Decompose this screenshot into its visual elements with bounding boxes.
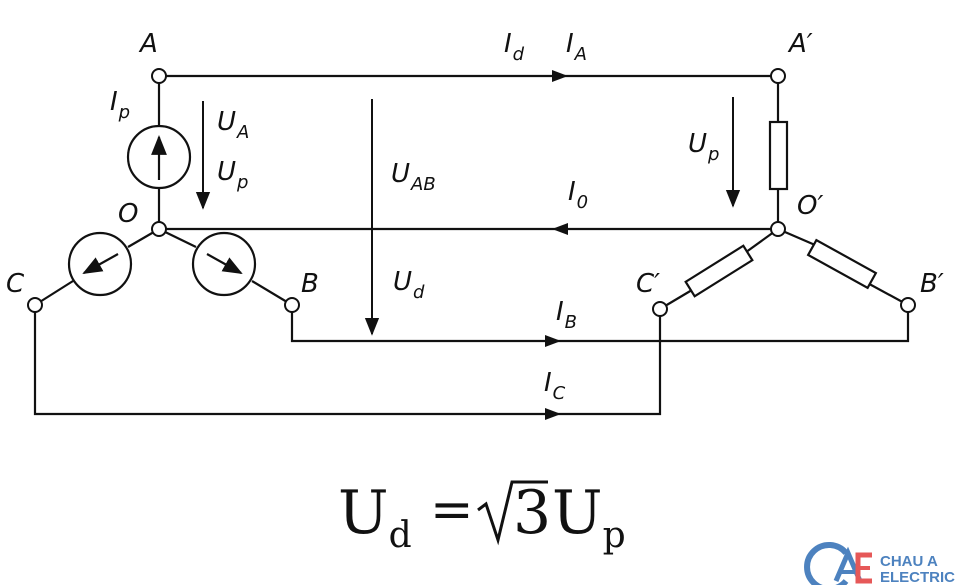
label-i0: I0 bbox=[568, 177, 588, 213]
wires bbox=[33, 74, 910, 416]
current-neutral-arrow-icon bbox=[552, 223, 568, 235]
node-a bbox=[151, 68, 167, 84]
formula-rhs: Up bbox=[552, 478, 626, 556]
logo-line2: ELECTRIC bbox=[880, 569, 955, 585]
logo-mark-icon bbox=[804, 542, 872, 585]
voltage-sources bbox=[67, 124, 257, 297]
sqrt-icon bbox=[477, 480, 548, 546]
label-id: Id bbox=[504, 29, 525, 65]
node-b bbox=[284, 297, 300, 313]
nodes bbox=[27, 68, 916, 317]
node-a-prime bbox=[770, 68, 786, 84]
brand-logo: CHAU A ELECTRIC bbox=[804, 542, 955, 585]
formula-radicand: 3 bbox=[513, 478, 551, 548]
resistor-b-icon bbox=[806, 238, 878, 290]
label-ud: Ud bbox=[393, 267, 425, 303]
label-c-prime: C′ bbox=[636, 269, 660, 299]
label-uab: UAB bbox=[391, 159, 436, 195]
line-c-wire bbox=[33, 305, 662, 416]
label-ib: IB bbox=[556, 297, 577, 333]
resistor-a-icon bbox=[768, 120, 789, 191]
label-a-prime: A′ bbox=[787, 29, 813, 59]
label-ua: UA bbox=[217, 107, 249, 143]
current-c-arrow-icon bbox=[545, 408, 561, 420]
node-c bbox=[27, 297, 43, 313]
node-o-prime bbox=[770, 221, 786, 237]
label-up-source: Up bbox=[217, 157, 248, 193]
label-ip: Ip bbox=[110, 87, 130, 123]
source-b-icon bbox=[191, 231, 257, 297]
label-o: O bbox=[118, 199, 138, 229]
source-c-icon bbox=[67, 231, 133, 297]
logo-line1: CHAU A bbox=[880, 553, 938, 570]
resistor-c-icon bbox=[684, 244, 754, 298]
formula: Ud = 3 Up bbox=[338, 478, 626, 556]
load-resistors bbox=[684, 120, 878, 298]
node-o bbox=[151, 221, 167, 237]
current-arrows bbox=[545, 70, 568, 420]
label-c: C bbox=[6, 269, 25, 299]
label-a: A bbox=[138, 29, 158, 59]
line-b-wire bbox=[290, 305, 910, 343]
label-ia: IA bbox=[566, 29, 587, 65]
label-ic: IC bbox=[544, 368, 566, 404]
formula-lhs: Ud bbox=[338, 478, 412, 556]
labels: A O C B A′ O′ C′ B′ Id IA Ip UA Up UAB U… bbox=[6, 29, 944, 404]
current-a-arrow-icon bbox=[552, 70, 568, 82]
label-b-prime: B′ bbox=[920, 269, 944, 299]
source-a-icon bbox=[126, 124, 192, 190]
current-b-arrow-icon bbox=[545, 335, 561, 347]
node-b-prime bbox=[900, 297, 916, 313]
label-up-load: Up bbox=[688, 129, 719, 165]
label-b: B bbox=[301, 269, 319, 299]
label-o-prime: O′ bbox=[797, 191, 823, 221]
node-c-prime bbox=[652, 301, 668, 317]
voltage-arrows bbox=[195, 97, 741, 336]
formula-equals: = bbox=[430, 480, 474, 540]
